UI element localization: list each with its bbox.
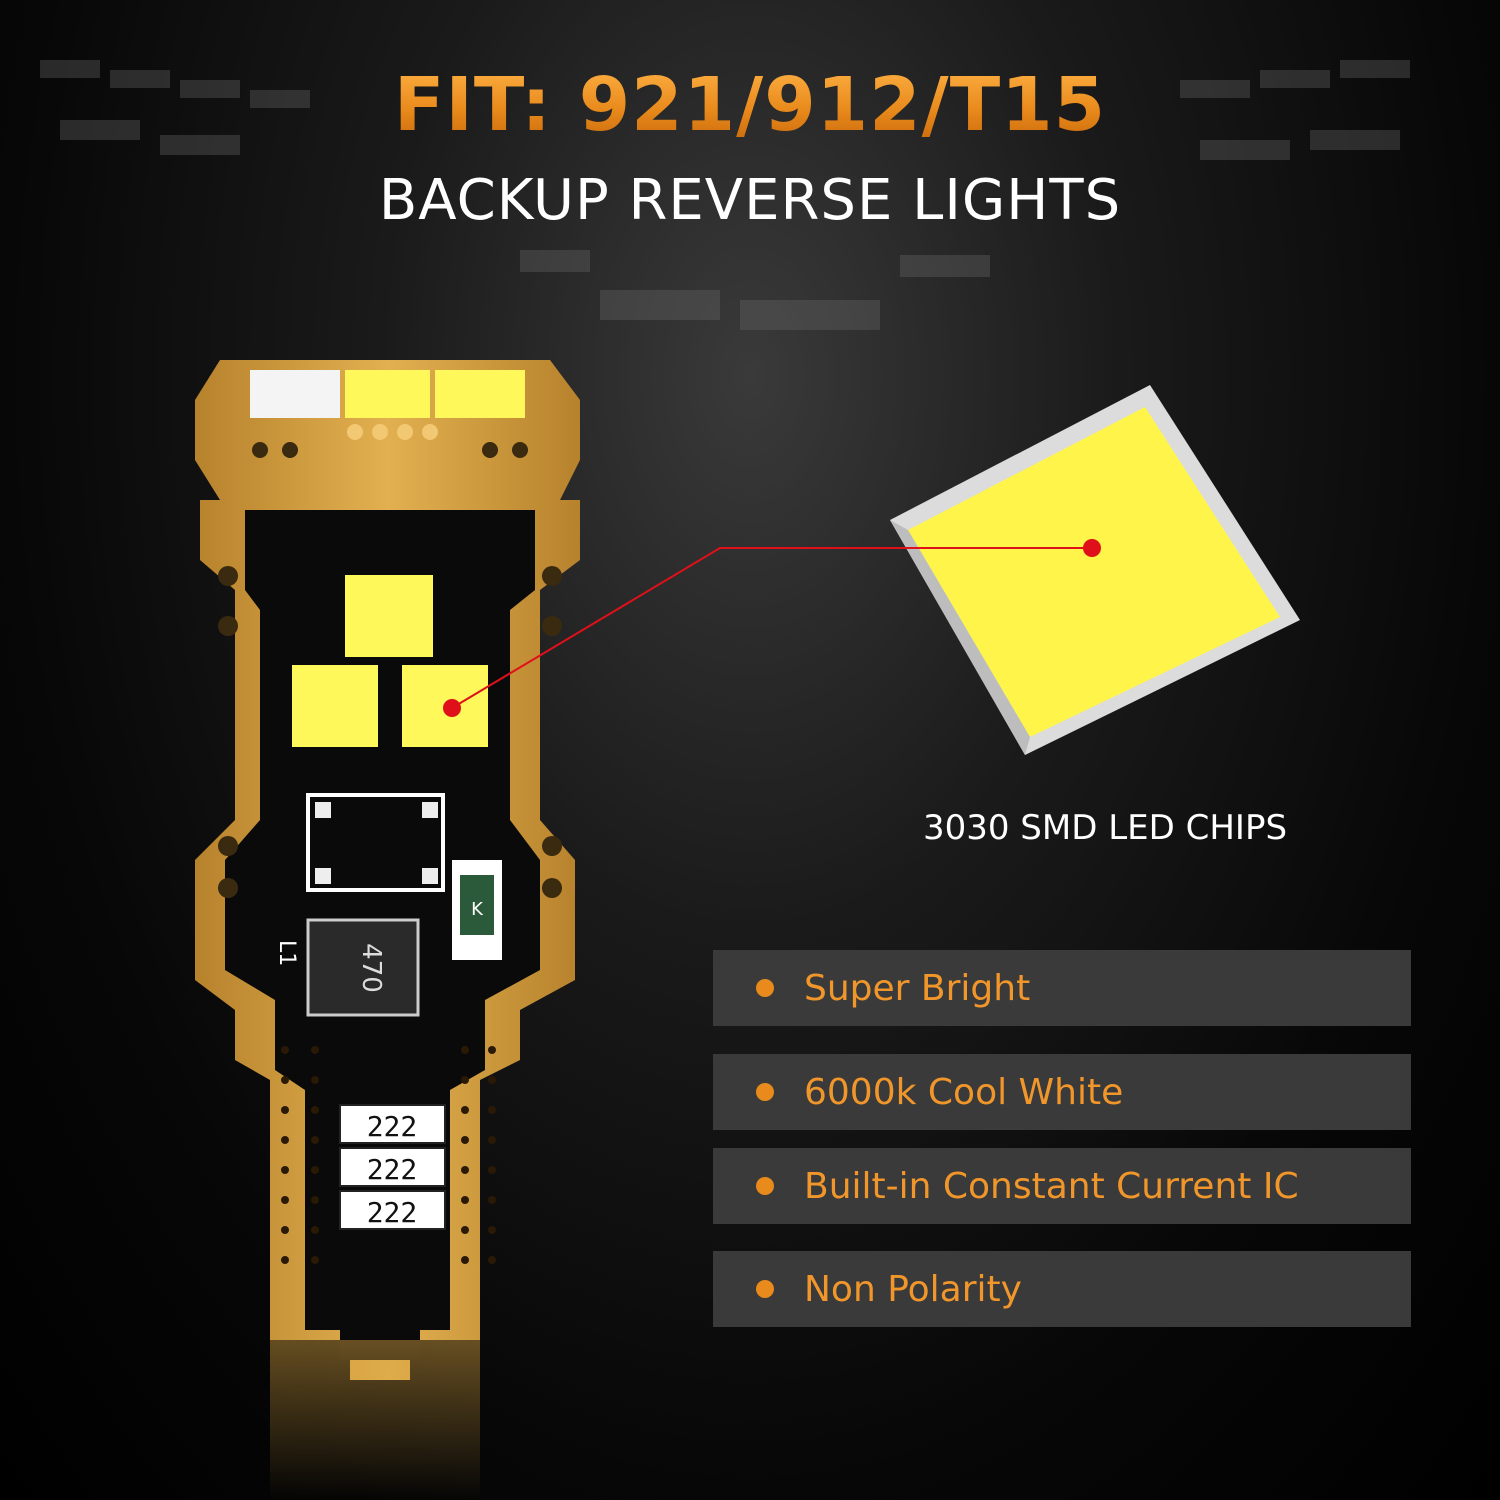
background-circuit-pattern [40, 60, 1410, 330]
page-title: FIT: 921/912/T15 [0, 62, 1500, 148]
inductor-code: 470 [356, 943, 386, 993]
feature-label: Super Bright [804, 967, 1031, 1009]
feature-label: 6000k Cool White [804, 1071, 1124, 1113]
inductor-ref: L1 [274, 940, 299, 966]
bullet-dot-icon [756, 1083, 774, 1101]
resistor-code-1: 222 [367, 1110, 418, 1143]
feature-label: Non Polarity [804, 1268, 1022, 1310]
led-bulb-pcb: 470 L1 K 222 222 222 [195, 360, 580, 1500]
feature-item: 6000k Cool White [713, 1054, 1411, 1130]
resistor-code-3: 222 [367, 1196, 418, 1229]
feature-item: Built-in Constant Current IC [713, 1148, 1411, 1224]
bullet-dot-icon [756, 1280, 774, 1298]
component-mark: K [471, 899, 484, 920]
resistor-code-2: 222 [367, 1153, 418, 1186]
chip-label: 3030 SMD LED CHIPS [922, 808, 1288, 848]
bullet-dot-icon [756, 979, 774, 997]
bullet-dot-icon [756, 1177, 774, 1195]
feature-item: Non Polarity [713, 1251, 1411, 1327]
feature-item: Super Bright [713, 950, 1411, 1026]
page-subtitle: BACKUP REVERSE LIGHTS [378, 168, 1122, 233]
smd-chip-closeup [890, 385, 1300, 755]
feature-label: Built-in Constant Current IC [804, 1165, 1299, 1207]
